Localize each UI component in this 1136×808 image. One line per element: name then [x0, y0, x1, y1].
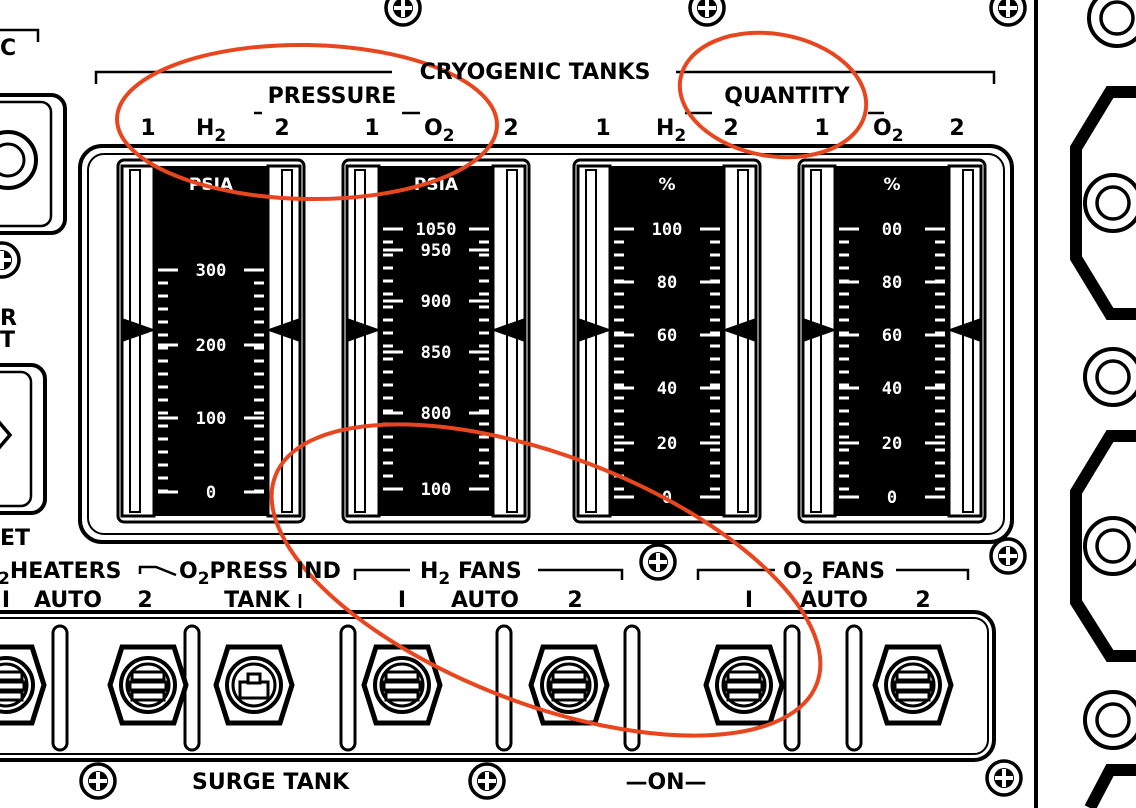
screw-icon	[384, 0, 422, 27]
gauge-tick-label: 60	[882, 326, 902, 346]
column-number: 1	[814, 116, 830, 141]
gauge-tick-label: 40	[882, 379, 902, 399]
position-label: I	[744, 588, 754, 613]
position-label: AUTO	[34, 588, 102, 613]
gauge-tick-label: 1050	[416, 220, 457, 240]
left-needle-icon	[347, 318, 381, 342]
pressure-label: PRESSURE	[267, 84, 397, 109]
screw-icon	[985, 759, 1023, 797]
gas-label-o2-quantity: O2	[873, 116, 904, 146]
screw-icon	[468, 762, 506, 800]
o2-fans-2-switch[interactable]	[875, 647, 951, 723]
column-number: 2	[723, 116, 739, 141]
left-partial-panel	[0, 28, 67, 515]
gauge-tick-label: 950	[421, 241, 452, 261]
gauge-tick-label: 300	[196, 261, 227, 281]
gauge-unit-label: PSIA	[414, 175, 459, 195]
gas-label-o2-pressure: O2	[424, 116, 455, 146]
fans-annotation	[269, 422, 823, 738]
gauge-tick-label: 100	[421, 480, 452, 500]
o2-heaters-title: 2HEATERS	[0, 559, 122, 589]
gauge-tick-label: 850	[421, 343, 452, 363]
position-label: 2	[567, 588, 583, 613]
column-number: 1	[595, 116, 611, 141]
left-partial-label: C	[0, 36, 17, 61]
column-number: 2	[503, 116, 519, 141]
right-needle-icon	[722, 318, 756, 342]
left-partial-label: T	[0, 328, 16, 353]
gauge-tick-label: 40	[657, 379, 677, 399]
position-label: I	[397, 588, 407, 613]
position-label: TANK	[224, 588, 290, 613]
quantity-label: QUANTITY	[724, 84, 850, 109]
o2-fans-title: O2 FANS	[783, 559, 886, 589]
pressure-annotation	[115, 42, 499, 202]
gauge-tick-label: 00	[882, 220, 902, 240]
o2-quantity-gauge: % 00 80 60 40 20 0	[797, 158, 987, 524]
screw-icon	[688, 0, 726, 27]
surge-tank-label: SURGE TANK	[192, 770, 350, 795]
section-title: CRYOGENIC TANKS	[419, 60, 651, 85]
o2-heaters-switch[interactable]	[110, 647, 186, 723]
switch-group-brackets	[138, 565, 970, 608]
column-number: 1	[364, 116, 380, 141]
gauge-tick-label: 200	[196, 336, 227, 356]
left-needle-icon	[578, 318, 612, 342]
screw-icon	[639, 543, 677, 581]
screw-icon	[79, 762, 117, 800]
o2-heater-2-switch[interactable]	[0, 647, 44, 723]
left-partial-label: ET	[0, 526, 31, 551]
left-needle-icon	[803, 318, 837, 342]
gauge-tick-label: 100	[196, 409, 227, 429]
position-label: AUTO	[451, 588, 519, 613]
on-label: —ON—	[625, 770, 707, 795]
quantity-annotation	[677, 30, 869, 160]
gas-label-h2-pressure: H2	[196, 116, 227, 146]
position-label: 2	[915, 588, 931, 613]
right-needle-icon	[947, 318, 981, 342]
o2-fans-1-switch[interactable]	[706, 647, 782, 723]
gauge-tick-label: 80	[657, 273, 677, 293]
gauge-tick-label: 800	[421, 404, 452, 424]
gauge-tick-label: 20	[657, 434, 677, 454]
gauge-tick-label: 100	[652, 220, 683, 240]
column-number: 2	[274, 116, 290, 141]
position-label: I	[1, 588, 11, 613]
gauge-tick-label: 0	[887, 488, 897, 508]
screw-icon	[989, 0, 1027, 27]
right-strip	[1034, 0, 1136, 808]
gauge-tick-label: 0	[206, 483, 216, 503]
h2-fans-1-switch[interactable]	[364, 647, 440, 723]
gauge-tick-label: 80	[882, 273, 902, 293]
o2-press-ind-title: O2PRESS IND	[179, 559, 341, 589]
o2-press-ind-selector[interactable]	[213, 644, 295, 726]
gas-label-h2-quantity: H2	[656, 116, 687, 146]
h2-fans-title: H2 FANS	[420, 559, 522, 589]
right-needle-icon	[266, 318, 300, 342]
position-label: AUTO	[800, 588, 868, 613]
left-needle-icon	[122, 318, 156, 342]
annotation-circles	[115, 30, 869, 738]
gauge-unit-label: %	[658, 175, 675, 195]
cryogenic-tanks-bracket	[94, 70, 996, 115]
gauge-tick-label: 900	[421, 292, 452, 312]
column-number: 1	[140, 116, 156, 141]
screw-icon	[989, 537, 1027, 575]
column-number: 2	[949, 116, 965, 141]
right-needle-icon	[491, 318, 525, 342]
position-label: 2	[137, 588, 153, 613]
left-partial-label: R	[0, 306, 17, 331]
gauge-unit-label: %	[883, 175, 900, 195]
gauge-tick-label: 20	[882, 434, 902, 454]
gauge-tick-label: 60	[657, 326, 677, 346]
